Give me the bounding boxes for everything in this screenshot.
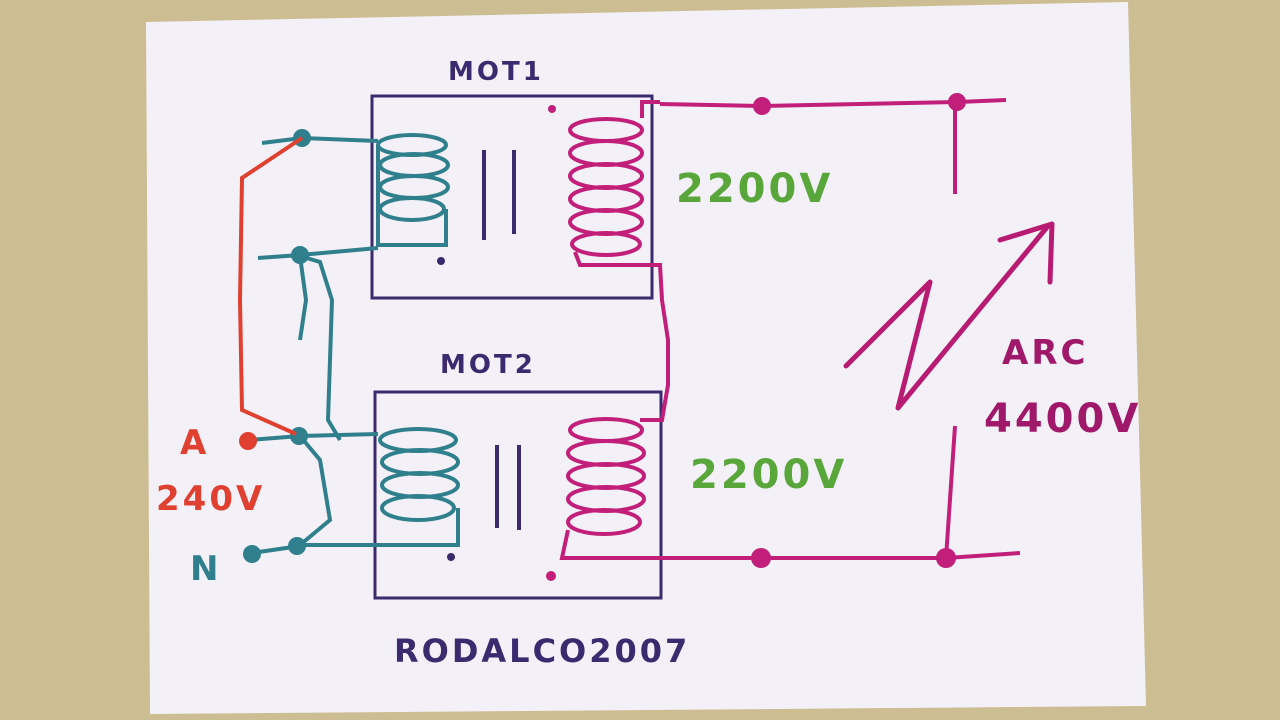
secondary-coil-mot2 [559,417,760,560]
output-node-lower-left [751,548,771,568]
mot2-phase-dot-secondary [546,571,556,581]
primary-coil-mot2 [300,427,460,547]
arc-zigzag-arrow-icon [843,221,1055,411]
transformer-mot1: MOT1 [370,57,654,300]
secondary-series-link [640,264,670,422]
neutral-label: N [190,549,221,589]
mot2-label: MOT2 [440,350,536,380]
live-jumper-wire [237,136,304,436]
output-node-lower-right [936,548,956,568]
primary-coil-mot1 [376,133,450,247]
output-node-upper-left [753,97,771,115]
primary-node-mid [291,246,309,264]
arc-label: ARC [1002,333,1088,373]
line-label: A [180,423,209,463]
arc-voltage-label: 4400V [984,396,1141,442]
primary-node-n-junction [288,537,306,555]
secondary-voltage-mot2: 2200V [690,452,847,498]
mot1-core-outline [370,94,654,300]
supply-voltage-label: 240V [156,479,265,519]
mot1-phase-dot-secondary [548,105,556,113]
line-terminal-a [239,432,257,450]
secondary-coil-mot1 [568,100,662,267]
transformer-mot2: MOT2 [373,350,663,600]
mot2-core-outline [373,390,663,600]
neutral-terminal [243,545,261,563]
mot2-phase-dot-primary [447,553,455,561]
mot1-phase-dot-primary [437,257,445,265]
secondary-voltage-mot1: 2200V [676,166,833,212]
mot1-label: MOT1 [448,57,544,87]
paper-sheet [146,2,1146,714]
output-node-upper-right [948,93,966,111]
author-signature: RODALCO2007 [394,632,690,670]
primary-node-a-junction [290,427,308,445]
